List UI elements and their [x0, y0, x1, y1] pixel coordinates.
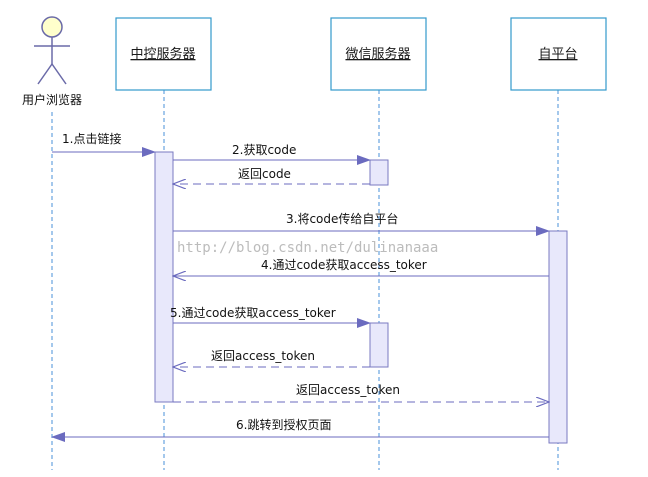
activation-platform	[548, 230, 568, 444]
activation-wechat-1	[369, 159, 389, 186]
message-6: 5.通过code获取access_toker	[170, 306, 371, 328]
message-6-label: 5.通过code获取access_toker	[170, 306, 336, 320]
message-7-label: 返回access_token	[211, 349, 315, 363]
activation-wechat-2	[369, 322, 389, 368]
message-3-label: 返回code	[238, 167, 291, 181]
actor-browser: 用户浏览器	[22, 16, 82, 107]
message-9-label: 6.跳转到授权页面	[236, 417, 331, 432]
activation-central	[154, 151, 174, 403]
message-2-label: 2.获取code	[232, 143, 296, 157]
participant-platform: 自平台	[510, 17, 607, 91]
message-7: 返回access_token	[173, 349, 370, 367]
participant-central-label: 中控服务器	[130, 46, 195, 62]
participant-central-box	[115, 17, 212, 91]
actor-head	[41, 16, 63, 38]
participant-central: 中控服务器	[115, 17, 212, 91]
message-9: 6.跳转到授权页面	[51, 417, 549, 442]
message-4-label: 3.将code传给自平台	[286, 211, 398, 226]
message-4: 3.将code传给自平台	[173, 211, 550, 236]
message-3: 返回code	[173, 167, 370, 184]
message-5: 4.通过code获取access_toker	[173, 258, 549, 276]
message-5-label: 4.通过code获取access_toker	[261, 258, 427, 272]
participant-wechat: 微信服务器	[330, 17, 427, 91]
actor-browser-label: 用户浏览器	[22, 92, 82, 107]
watermark: http://blog.csdn.net/dulinanaaa	[177, 240, 438, 256]
message-8: 返回access_token	[173, 383, 549, 402]
participant-platform-box	[510, 17, 607, 91]
message-2: 2.获取code	[173, 143, 371, 165]
message-8-label: 返回access_token	[296, 383, 400, 397]
participant-platform-label: 自平台	[538, 47, 577, 62]
message-1: 1.点击链接	[52, 131, 156, 157]
message-1-label: 1.点击链接	[62, 131, 121, 146]
participant-wechat-label: 微信服务器	[345, 46, 410, 62]
participant-wechat-box	[330, 17, 427, 91]
